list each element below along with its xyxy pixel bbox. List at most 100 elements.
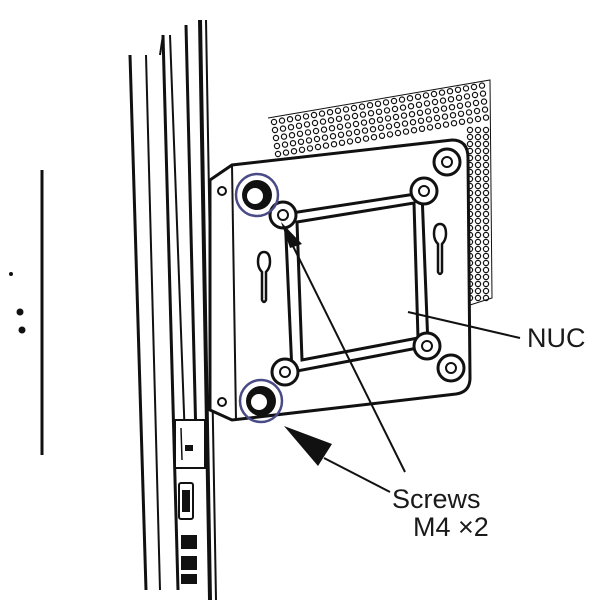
vent-hole xyxy=(343,114,351,121)
vent-hole xyxy=(482,259,490,267)
vent-hole xyxy=(474,147,482,155)
vent-hole xyxy=(465,109,473,116)
vent-hole xyxy=(345,130,353,137)
vent-hole xyxy=(407,102,415,110)
vent-hole xyxy=(479,90,487,97)
vent-hole xyxy=(458,118,466,126)
vent-hole xyxy=(432,106,440,114)
keyhole-slot-right xyxy=(432,222,448,276)
vent-hole xyxy=(430,90,438,98)
vent-hole xyxy=(434,122,442,130)
vent-hole xyxy=(313,135,321,143)
vent-hole xyxy=(352,120,360,128)
vent-hole xyxy=(474,175,482,183)
vent-hole xyxy=(375,108,383,116)
vent-hole xyxy=(474,196,482,204)
vent-hole xyxy=(482,114,490,121)
vent-hole xyxy=(401,120,409,127)
vent-hole xyxy=(329,132,337,140)
vent-hole xyxy=(474,182,482,190)
screws-leader-lines xyxy=(281,222,406,493)
vent-hole xyxy=(482,189,490,197)
vent-hole xyxy=(433,114,441,122)
vent-hole xyxy=(310,111,318,119)
vent-hole xyxy=(482,133,490,141)
vent-hole xyxy=(463,93,471,100)
vent-hole xyxy=(393,121,401,129)
vent-hole xyxy=(425,116,433,123)
vent-hole xyxy=(482,196,490,204)
vent-hole xyxy=(482,273,490,281)
vent-hole xyxy=(361,127,369,134)
vent-hole xyxy=(271,126,279,134)
vent-hole xyxy=(408,110,416,118)
vent-hole xyxy=(474,245,482,253)
nuc-label: NUC xyxy=(527,323,586,353)
vent-hole xyxy=(278,117,286,124)
vent-hole xyxy=(474,224,482,232)
vent-hole xyxy=(418,125,426,133)
vent-hole xyxy=(298,146,306,153)
vent-hole xyxy=(462,85,470,92)
vent-hole xyxy=(294,114,302,122)
panel-indicator-dots xyxy=(9,272,26,334)
vent-hole xyxy=(474,140,482,148)
vent-hole xyxy=(327,116,335,124)
vent-hole xyxy=(288,131,296,139)
vent-hole xyxy=(482,203,490,211)
vent-hole xyxy=(446,87,454,95)
monitor-side-ports xyxy=(174,419,206,584)
vent-hole xyxy=(346,138,354,145)
vent-hole xyxy=(390,97,398,105)
vent-hole xyxy=(424,108,432,115)
vent-hole xyxy=(273,142,281,150)
vent-hole xyxy=(369,125,377,133)
vent-hole xyxy=(426,124,434,131)
vent-hole xyxy=(297,138,305,145)
vent-hole xyxy=(338,139,346,146)
vent-hole xyxy=(474,217,482,225)
vent-hole xyxy=(287,123,295,131)
vent-hole xyxy=(384,115,392,122)
vent-hole xyxy=(386,131,394,138)
vent-hole xyxy=(454,86,462,94)
vent-hole xyxy=(482,231,490,239)
vent-hole xyxy=(322,142,330,149)
vent-hole xyxy=(414,93,422,101)
vent-hole xyxy=(466,126,474,134)
vent-hole xyxy=(303,121,311,128)
vent-hole xyxy=(410,126,418,134)
vent-hole xyxy=(353,128,361,136)
vent-hole xyxy=(360,119,368,126)
vent-hole xyxy=(295,122,303,130)
vent-hole xyxy=(378,132,386,139)
vent-hole xyxy=(311,119,319,127)
vent-hole xyxy=(482,126,490,134)
vent-hole xyxy=(354,136,362,144)
vent-hole xyxy=(289,139,297,147)
vent-hole xyxy=(368,117,376,125)
vent-hole xyxy=(472,99,480,107)
vent-hole xyxy=(279,125,287,132)
vent-hole xyxy=(482,266,490,274)
vent-hole xyxy=(402,128,410,135)
vent-hole xyxy=(482,238,490,246)
vent-hole xyxy=(305,137,313,144)
vent-hole xyxy=(474,115,482,123)
vent-hole xyxy=(441,113,449,120)
vent-hole xyxy=(321,134,329,141)
vent-hole xyxy=(482,217,490,225)
vent-hole xyxy=(474,259,482,267)
vent-hole xyxy=(473,107,481,115)
vent-hole xyxy=(474,126,482,134)
vent-hole xyxy=(415,101,423,109)
vent-hole xyxy=(416,109,424,117)
vent-hole xyxy=(337,131,345,138)
vent-hole xyxy=(422,92,430,99)
vent-hole xyxy=(385,123,393,130)
vent-hole xyxy=(417,117,425,125)
vent-hole xyxy=(382,99,390,106)
vent-hole xyxy=(447,95,455,103)
vent-hole xyxy=(482,224,490,232)
vent-hole xyxy=(474,203,482,211)
